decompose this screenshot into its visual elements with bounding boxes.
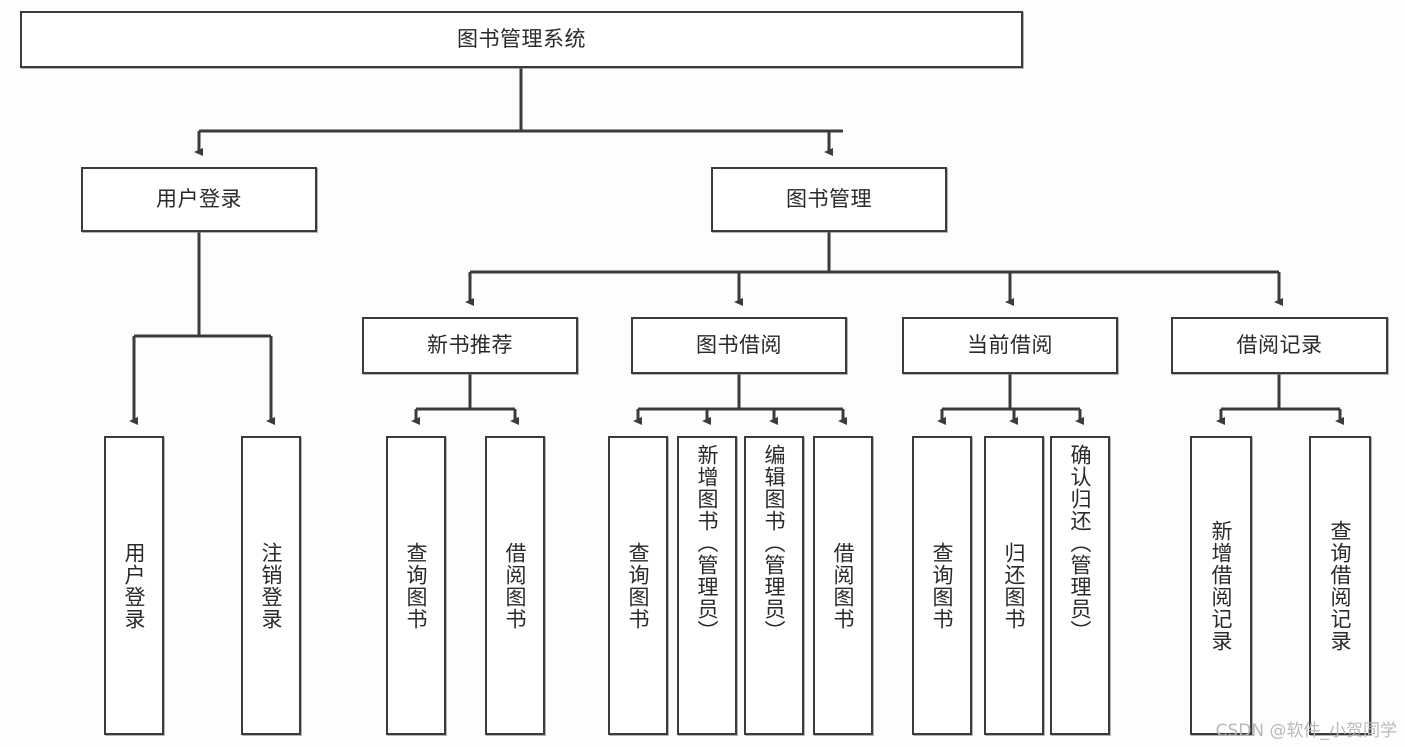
node-book-management[interactable]: 图书管理 (711, 167, 947, 232)
node-label: 确认归还（管理员） (1068, 444, 1093, 642)
node-label: 借阅图书 (831, 541, 856, 630)
leaf-query-book-current[interactable]: 查询图书 (912, 436, 972, 735)
node-current-borrow[interactable]: 当前借阅 (902, 317, 1118, 374)
node-label: 查询借阅记录 (1328, 519, 1353, 652)
leaf-confirm-return-admin[interactable]: 确认归还（管理员） (1050, 436, 1110, 735)
node-label: 查询图书 (930, 541, 955, 630)
node-label: 用户登录 (156, 187, 242, 212)
node-label: 新书推荐 (427, 333, 513, 358)
leaf-add-borrow-record[interactable]: 新增借阅记录 (1190, 436, 1252, 735)
node-label: 图书管理 (786, 187, 872, 212)
leaf-query-book-recommend[interactable]: 查询图书 (386, 436, 446, 735)
node-label: 借阅记录 (1236, 333, 1323, 358)
node-label: 新增借阅记录 (1209, 519, 1234, 652)
leaf-user-login[interactable]: 用户登录 (104, 436, 164, 735)
leaf-borrow-book-recommend[interactable]: 借阅图书 (485, 436, 545, 735)
leaf-query-borrow-record[interactable]: 查询借阅记录 (1309, 436, 1371, 735)
leaf-return-book[interactable]: 归还图书 (984, 436, 1044, 735)
node-label: 编辑图书（管理员） (762, 444, 787, 642)
leaf-query-book[interactable]: 查询图书 (608, 436, 668, 735)
node-user-login[interactable]: 用户登录 (81, 167, 317, 232)
node-label: 查询图书 (404, 541, 429, 630)
node-borrow-record[interactable]: 借阅记录 (1171, 317, 1388, 374)
node-label: 用户登录 (122, 541, 147, 630)
node-label: 归还图书 (1002, 541, 1027, 630)
csdn-watermark: CSDN @软件_小贺同学 (1215, 721, 1397, 741)
node-root-system[interactable]: 图书管理系统 (20, 11, 1023, 68)
leaf-edit-book-admin[interactable]: 编辑图书（管理员） (744, 436, 804, 735)
node-label: 查询图书 (626, 541, 651, 630)
node-book-borrow[interactable]: 图书借阅 (631, 317, 847, 374)
node-label: 当前借阅 (967, 333, 1053, 358)
node-label: 注销登录 (259, 541, 284, 630)
node-label: 图书管理系统 (457, 27, 586, 52)
leaf-add-book-admin[interactable]: 新增图书（管理员） (677, 436, 737, 735)
node-label: 新增图书（管理员） (695, 444, 720, 642)
node-label: 借阅图书 (503, 541, 528, 630)
node-label: 图书借阅 (696, 333, 782, 358)
leaf-borrow-book[interactable]: 借阅图书 (813, 436, 873, 735)
leaf-user-logout[interactable]: 注销登录 (241, 436, 301, 735)
node-new-book-recommend[interactable]: 新书推荐 (362, 317, 578, 374)
